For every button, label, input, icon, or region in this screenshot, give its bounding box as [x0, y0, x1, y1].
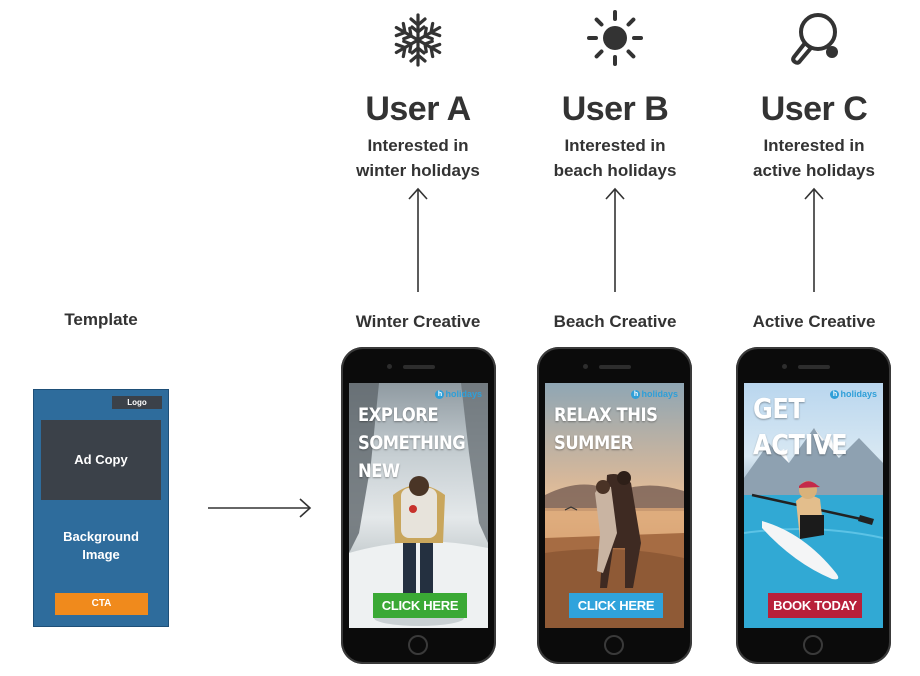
active-headline: GET ACTIVE	[753, 391, 883, 463]
user-a-title: User A	[365, 90, 471, 128]
arrow-up-a	[408, 187, 428, 292]
user-b-column: User B Interested in beach holidays	[530, 10, 700, 185]
phone-home-button	[408, 635, 428, 655]
phone-home-button	[604, 635, 624, 655]
winter-headline: EXPLORE SOMETHING NEW	[358, 401, 488, 485]
beach-logo-text: holidays	[641, 389, 678, 399]
user-c-desc-line1: Interested in	[763, 136, 865, 155]
active-headline-line2: ACTIVE	[753, 428, 848, 461]
template-background-line1: Background	[63, 529, 139, 544]
phone-home-button	[803, 635, 823, 655]
winter-headline-line3: NEW	[358, 460, 400, 482]
beach-headline: RELAX THIS SUMMER	[554, 401, 684, 457]
user-a-desc-line2: winter holidays	[356, 161, 480, 180]
user-a-description: Interested in winter holidays	[333, 133, 503, 183]
template-background-line2: Image	[82, 547, 120, 562]
template-label: Template	[64, 310, 138, 329]
ping-pong-paddle-icon	[791, 13, 838, 65]
phone-speaker	[403, 365, 435, 369]
user-b-description: Interested in beach holidays	[530, 133, 700, 183]
phone-camera	[583, 364, 588, 369]
active-headline-line1: GET	[753, 392, 805, 425]
user-c-desc-line2: active holidays	[753, 161, 875, 180]
user-b-desc-line1: Interested in	[564, 136, 666, 155]
winter-headline-line2: SOMETHING	[358, 432, 466, 454]
winter-headline-line1: EXPLORE	[358, 404, 439, 426]
beach-headline-line1: RELAX THIS	[554, 404, 658, 426]
template-background-label: Background Image	[34, 528, 168, 564]
active-cta-button[interactable]: BOOK TODAY	[768, 593, 862, 618]
beach-creative-label: Beach Creative	[553, 312, 677, 331]
template-ad-copy-placeholder: Ad Copy	[41, 420, 161, 500]
winter-creative-label: Winter Creative	[355, 312, 481, 331]
beach-cta-button[interactable]: CLICK HERE	[569, 593, 663, 618]
winter-cta-button[interactable]: CLICK HERE	[373, 593, 467, 618]
active-creative-label: Active Creative	[752, 312, 876, 331]
user-c-description: Interested in active holidays	[729, 133, 899, 183]
arrow-up-b	[605, 187, 625, 292]
ad-template: Logo Ad Copy Background Image CTA	[33, 389, 169, 627]
arrow-up-c	[804, 187, 824, 292]
user-c-column: User C Interested in active holidays	[729, 10, 899, 185]
user-b-title: User B	[561, 90, 669, 128]
phone-camera	[782, 364, 787, 369]
phone-camera	[387, 364, 392, 369]
template-logo-placeholder: Logo	[112, 396, 162, 409]
sun-icon	[587, 10, 643, 66]
snowflake-icon	[391, 13, 445, 67]
user-a-desc-line1: Interested in	[367, 136, 469, 155]
winter-logo-text: holidays	[445, 389, 482, 399]
user-c-title: User C	[760, 90, 868, 128]
phone-speaker	[798, 365, 830, 369]
arrow-right	[208, 498, 312, 518]
user-b-desc-line2: beach holidays	[553, 161, 677, 180]
template-cta-placeholder: CTA	[55, 593, 148, 615]
beach-headline-line2: SUMMER	[554, 432, 633, 454]
phone-speaker	[599, 365, 631, 369]
active-logo-text: holidays	[840, 389, 877, 399]
user-a-column: User A Interested in winter holidays	[333, 10, 503, 185]
